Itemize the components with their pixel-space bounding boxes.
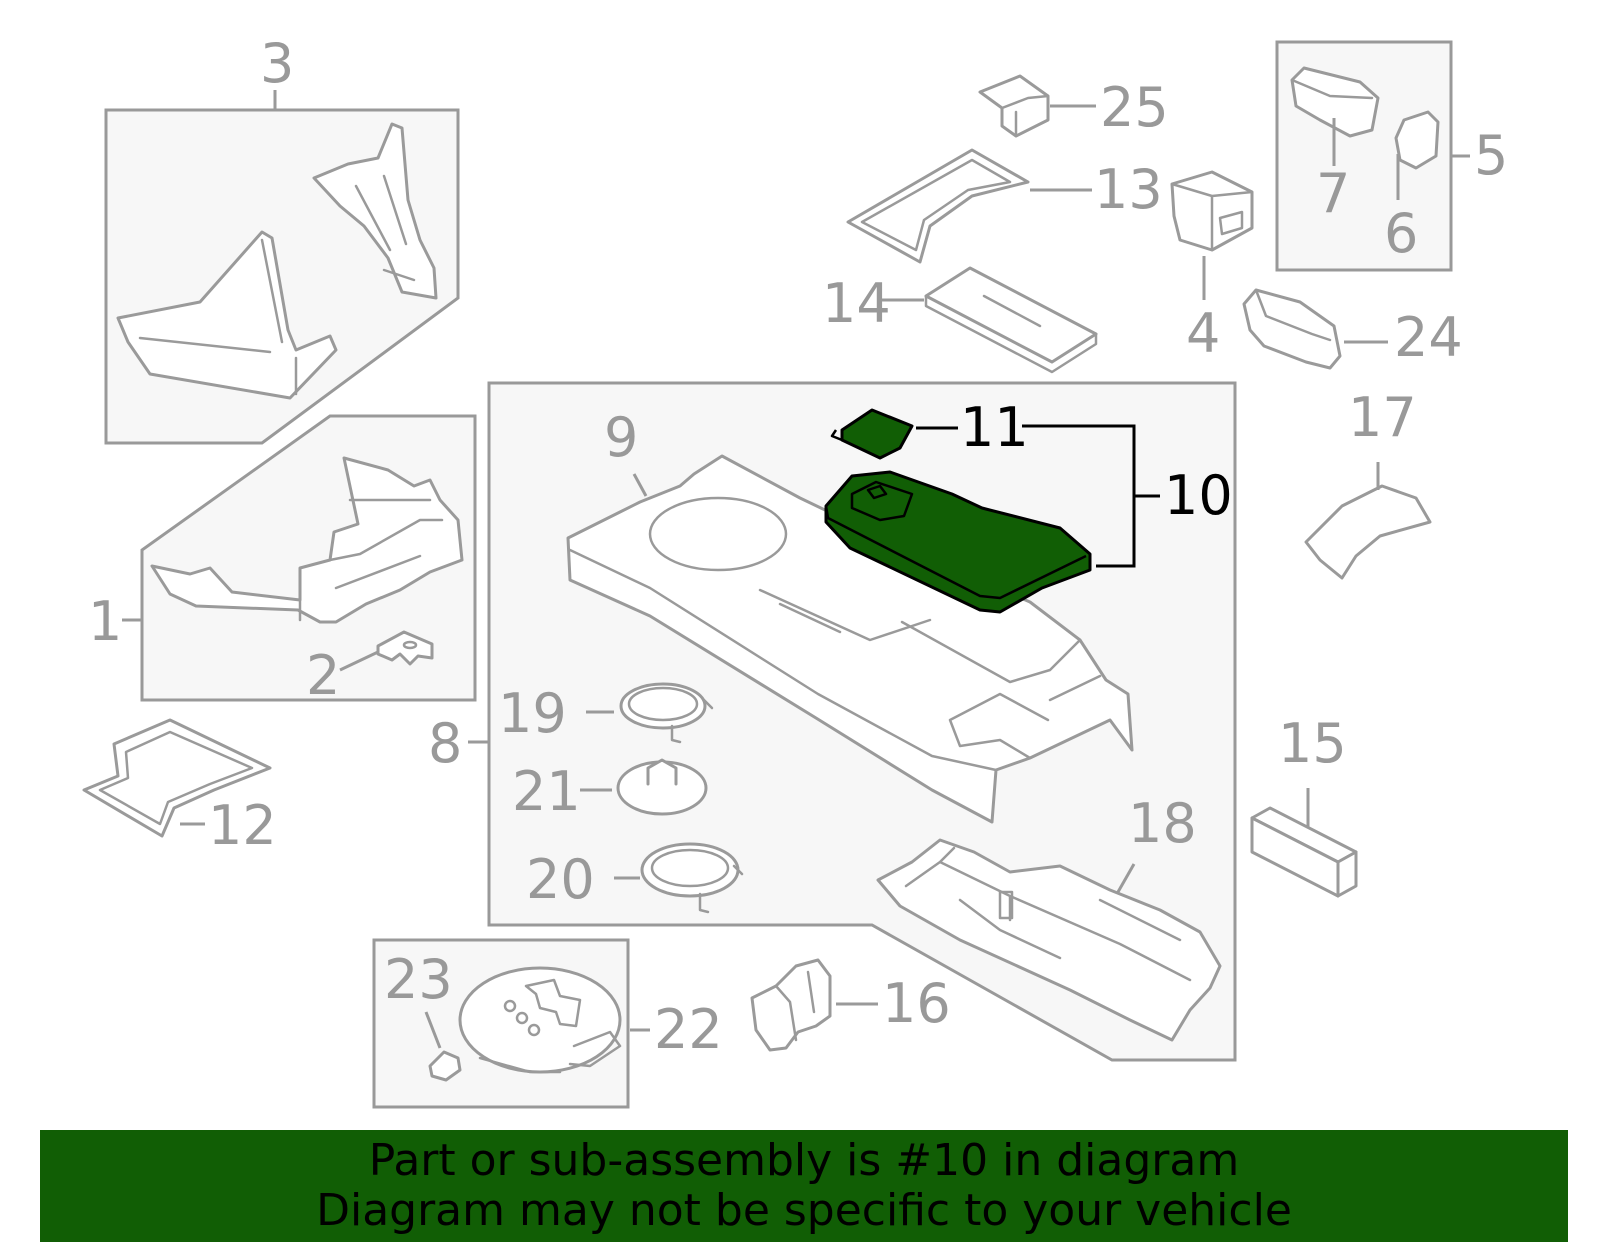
callout-19: 19 bbox=[498, 682, 567, 745]
part-10-armrest-lid[interactable] bbox=[824, 470, 1092, 614]
part-20-ring[interactable] bbox=[640, 842, 744, 914]
part-7-button[interactable] bbox=[1290, 66, 1380, 138]
callout-17: 17 bbox=[1348, 386, 1417, 449]
callout-12: 12 bbox=[208, 794, 277, 857]
callout-23: 23 bbox=[384, 948, 453, 1011]
part-13-mat[interactable] bbox=[846, 148, 1030, 264]
part-21-cap[interactable] bbox=[616, 758, 708, 816]
callout-5: 5 bbox=[1474, 124, 1508, 187]
callout-9: 9 bbox=[604, 406, 638, 469]
callout-25: 25 bbox=[1100, 76, 1169, 139]
part-3-trim-panels[interactable] bbox=[116, 122, 438, 400]
part-6-knob[interactable] bbox=[1394, 110, 1440, 170]
part-2-clip[interactable] bbox=[376, 630, 434, 666]
part-1-bracket[interactable] bbox=[150, 456, 464, 624]
callout-21: 21 bbox=[512, 760, 581, 823]
part-22-shifter-plate[interactable] bbox=[458, 966, 622, 1074]
part-24-handle[interactable] bbox=[1242, 288, 1342, 370]
callout-14: 14 bbox=[822, 272, 891, 335]
callout-1: 1 bbox=[88, 590, 122, 653]
callout-8: 8 bbox=[428, 712, 462, 775]
callout-13: 13 bbox=[1094, 158, 1163, 221]
part-4-switch[interactable] bbox=[1170, 170, 1254, 252]
callout-4: 4 bbox=[1186, 302, 1220, 365]
banner-line-1: Part or sub-assembly is #10 in diagram bbox=[368, 1135, 1240, 1186]
part-18-tray[interactable] bbox=[876, 838, 1222, 1042]
callout-3: 3 bbox=[260, 32, 294, 95]
banner-line-2: Diagram may not be specific to your vehi… bbox=[316, 1185, 1292, 1236]
part-16-bracket[interactable] bbox=[750, 958, 832, 1052]
callout-10: 10 bbox=[1164, 464, 1233, 527]
part-12-mat-inner bbox=[98, 730, 254, 826]
info-banner: Part or sub-assembly is #10 in diagram D… bbox=[40, 1130, 1568, 1242]
leader-lines-highlight bbox=[916, 424, 1160, 568]
callout-16: 16 bbox=[882, 972, 951, 1035]
callout-2: 2 bbox=[306, 644, 340, 707]
part-19-ring[interactable] bbox=[619, 682, 714, 744]
callout-20: 20 bbox=[526, 848, 595, 911]
callout-15: 15 bbox=[1278, 712, 1347, 775]
part-11-lid-cover[interactable] bbox=[830, 408, 914, 460]
part-14-panel[interactable] bbox=[924, 266, 1098, 374]
callout-7: 7 bbox=[1316, 162, 1350, 225]
callout-6: 6 bbox=[1384, 202, 1418, 265]
part-23-bulb[interactable] bbox=[428, 1050, 462, 1082]
callout-11: 11 bbox=[960, 396, 1029, 459]
part-17-trim[interactable] bbox=[1304, 484, 1432, 580]
part-15-block[interactable] bbox=[1250, 806, 1358, 898]
callout-24: 24 bbox=[1394, 306, 1463, 369]
callout-18: 18 bbox=[1128, 792, 1197, 855]
part-25-plug[interactable] bbox=[978, 74, 1050, 138]
part-9-console[interactable] bbox=[566, 454, 1134, 824]
callout-22: 22 bbox=[654, 998, 723, 1061]
leader-lines bbox=[122, 90, 1470, 1049]
